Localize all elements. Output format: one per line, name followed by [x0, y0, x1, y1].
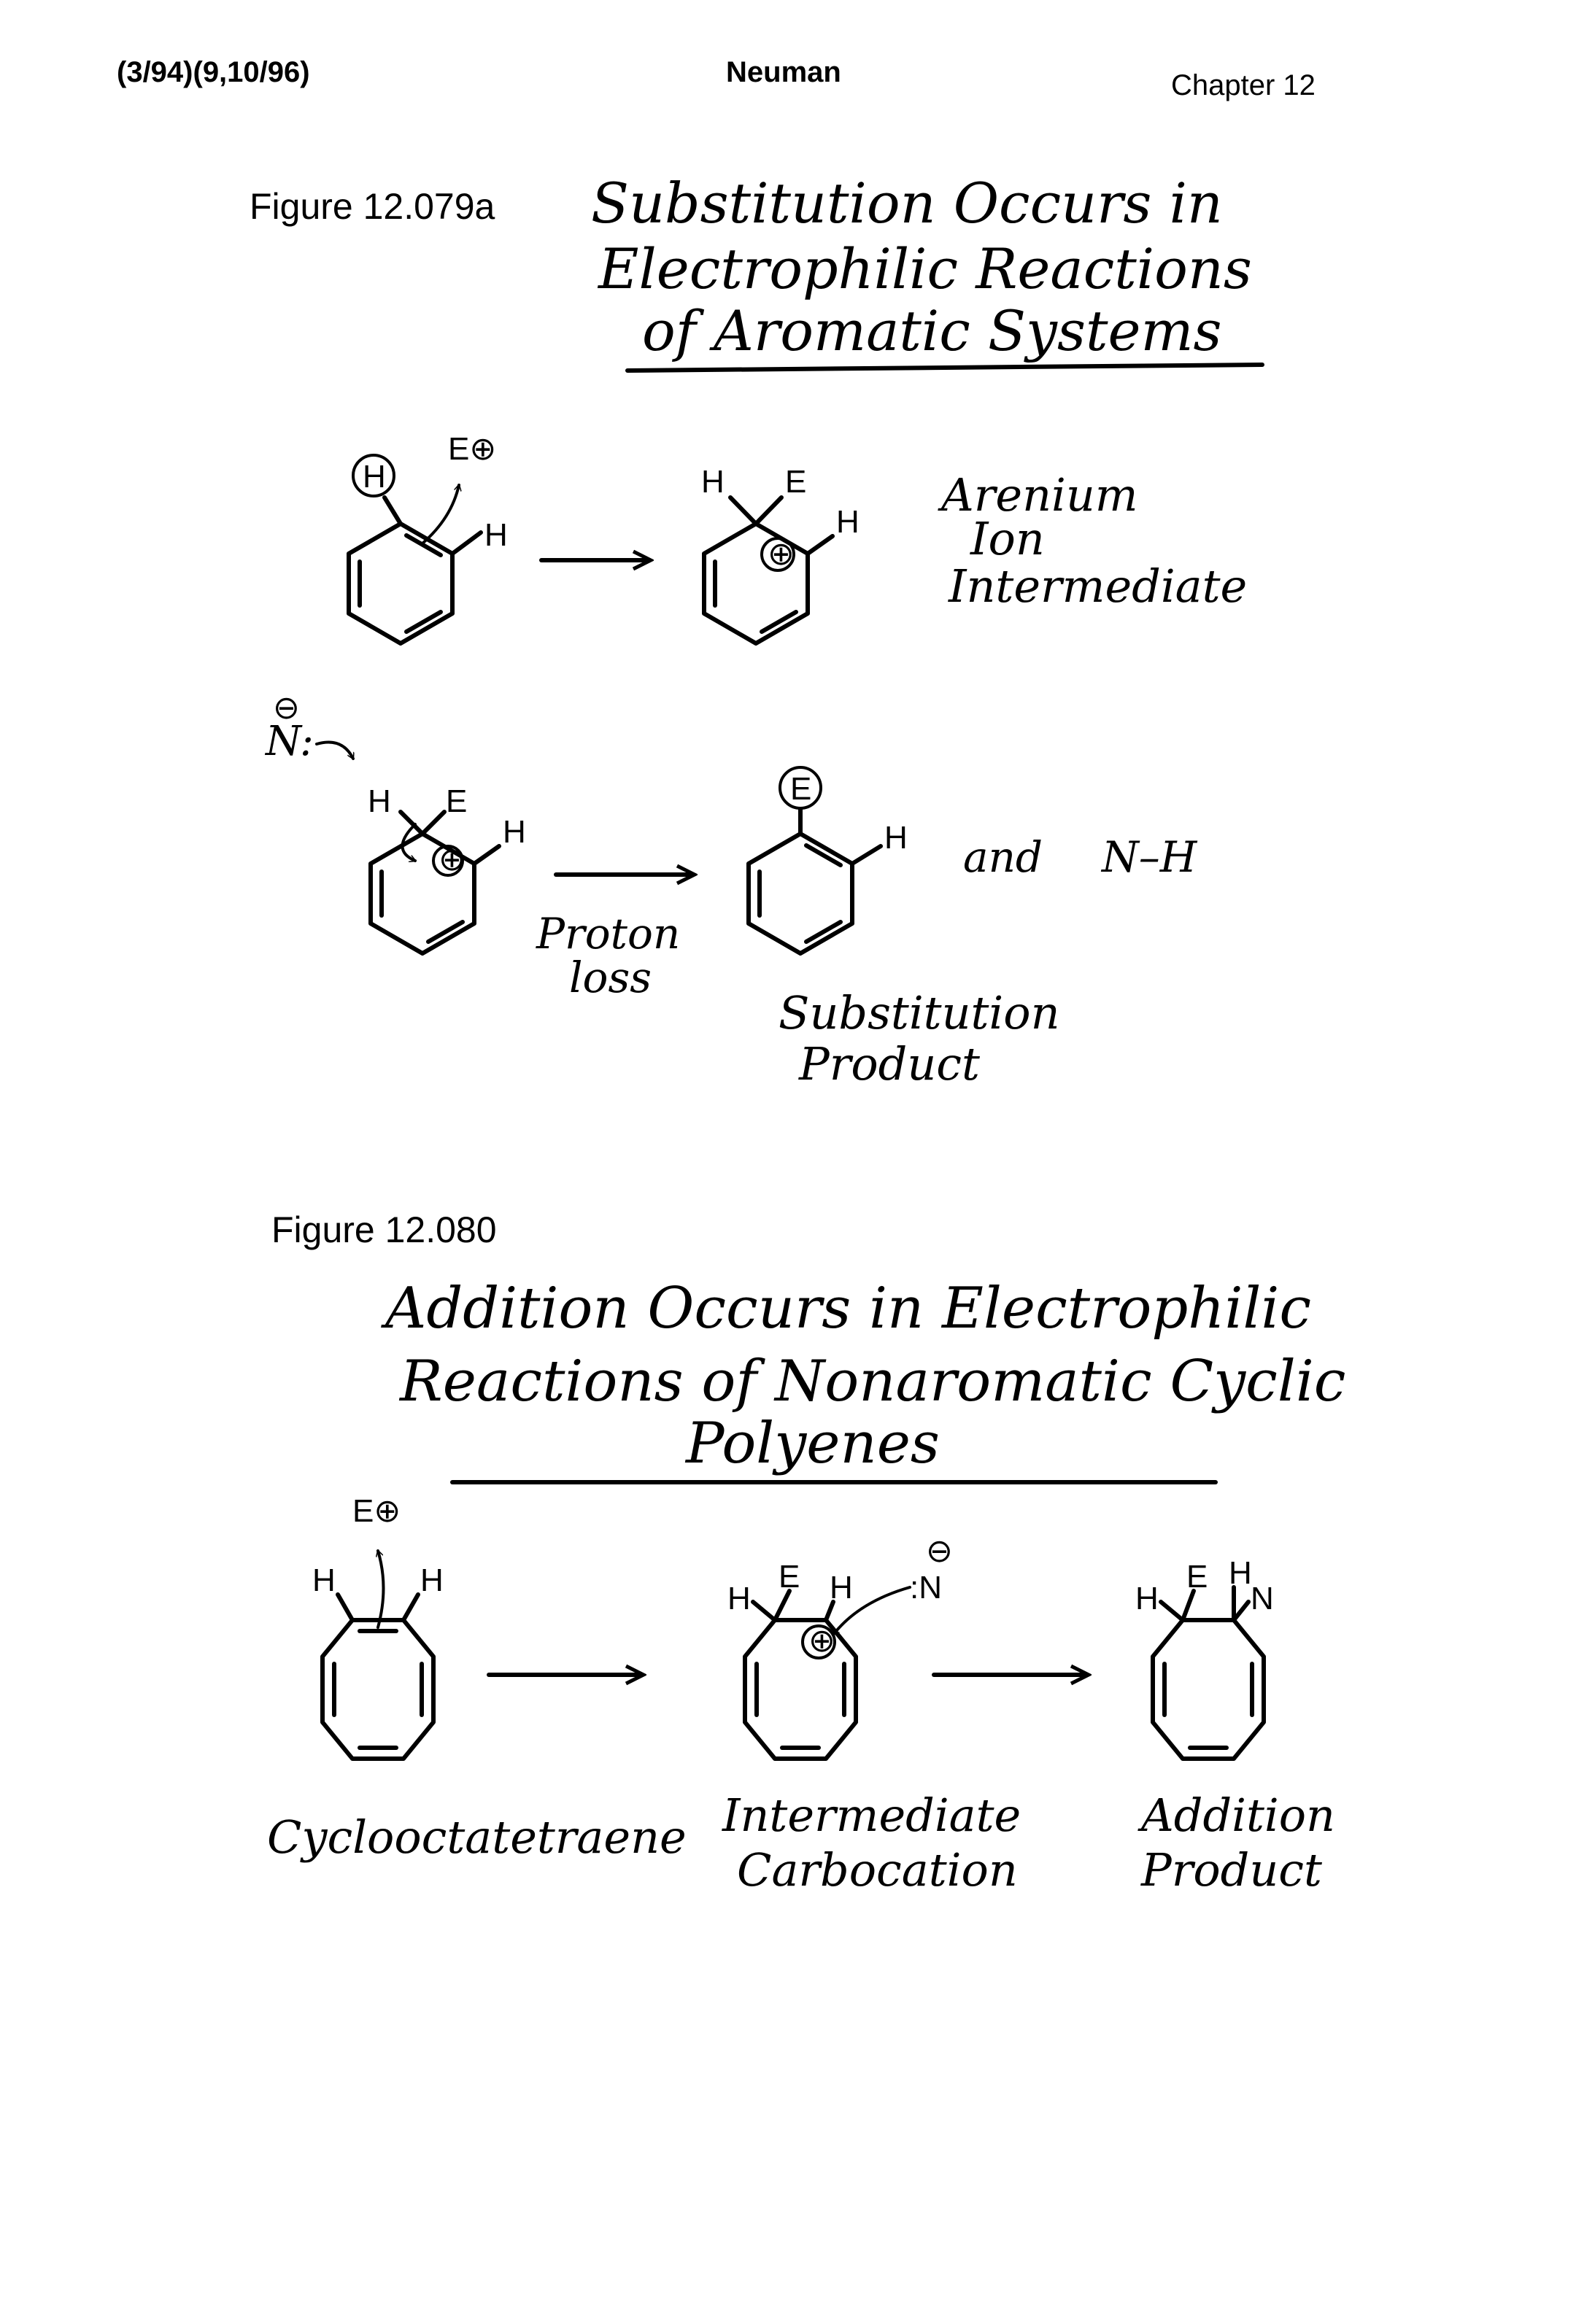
atom-h: H	[1229, 1555, 1252, 1591]
arenium-label-3: Intermediate	[948, 559, 1247, 613]
atom-h: H	[701, 464, 725, 500]
product-label-2: Product	[798, 1037, 980, 1091]
benzene-ring: H H E⊕	[347, 431, 508, 646]
atom-h: H	[312, 1562, 336, 1598]
title-b-line-3: Polyenes	[684, 1411, 940, 1476]
curved-arrow-icon	[401, 823, 416, 861]
arenium-label-2: Ion	[970, 512, 1045, 565]
curved-arrow-icon	[832, 1586, 911, 1635]
label-intermediate-2: Carbocation	[737, 1843, 1018, 1897]
atom-h-circled: H	[363, 459, 386, 495]
header-revision: (3/94)(9,10/96)	[117, 56, 310, 88]
label-addition-2: Product	[1140, 1843, 1322, 1897]
atom-h: H	[503, 814, 526, 850]
title-a-line-1: Substitution Occurs in	[591, 171, 1223, 236]
figure-label-a: Figure 12.079a	[250, 186, 495, 227]
atom-h: H	[484, 517, 508, 553]
title-a-line-2: Electrophilic Reactions	[597, 236, 1252, 301]
arenium-label-1: Arenium	[938, 468, 1138, 522]
positive-charge: ⊕	[439, 842, 466, 878]
curved-arrow-icon	[421, 485, 459, 545]
title-b-line-1: Addition Occurs in Electrophilic	[381, 1276, 1311, 1341]
curved-arrow-icon	[315, 740, 355, 759]
figure-label-b: Figure 12.080	[271, 1209, 497, 1250]
carbocation-ring: ⊕ H E H :N ⊖	[727, 1533, 953, 1761]
nucleophile-n: :N	[910, 1570, 942, 1606]
title-a-underline	[625, 363, 1264, 373]
electrophile-e-plus: E⊕	[448, 431, 496, 467]
electrophile-e-plus: E⊕	[352, 1493, 401, 1529]
product-label-1: Substitution	[779, 986, 1060, 1039]
atom-h: H	[884, 820, 908, 856]
header-chapter: Chapter 12	[1171, 69, 1316, 101]
atom-e: E	[1186, 1559, 1208, 1595]
base-n: N:	[264, 718, 314, 765]
arenium-ion-ring-2: ⊕ H E H N: ⊖	[264, 690, 526, 956]
label-addition-1: Addition	[1137, 1789, 1335, 1842]
atom-e: E	[446, 783, 467, 819]
negative-charge: ⊖	[273, 690, 300, 726]
atom-e: E	[779, 1559, 800, 1595]
atom-e: E	[785, 464, 806, 500]
nh-text: N–H	[1100, 832, 1198, 882]
atom-e-circled: E	[790, 771, 811, 807]
cyclooctatetraene-ring: H H E⊕	[312, 1493, 444, 1761]
curved-arrow-icon	[378, 1551, 385, 1629]
addition-product-ring: H E H N	[1135, 1555, 1274, 1761]
atom-h: H	[836, 504, 860, 540]
label-cyclooctatetraene: Cyclooctatetraene	[267, 1810, 687, 1864]
atom-h: H	[830, 1570, 853, 1606]
and-text: and	[963, 832, 1043, 882]
title-a-line-3: of Aromatic Systems	[642, 298, 1222, 363]
title-b-line-2: Reactions of Nonaromatic Cyclic	[398, 1349, 1345, 1414]
atom-n: N	[1251, 1581, 1274, 1616]
atom-h: H	[727, 1581, 751, 1616]
atom-h: H	[420, 1562, 444, 1598]
proton-loss-label-2: loss	[569, 953, 652, 1002]
header-author: Neuman	[726, 56, 841, 88]
atom-h: H	[368, 783, 391, 819]
label-intermediate-1: Intermediate	[722, 1789, 1021, 1842]
atom-h: H	[1135, 1581, 1159, 1616]
negative-charge: ⊖	[926, 1533, 953, 1569]
positive-charge: ⊕	[808, 1623, 835, 1659]
substitution-product-ring: E H	[746, 766, 908, 956]
positive-charge: ⊕	[768, 536, 795, 572]
proton-loss-label-1: Proton	[536, 909, 680, 958]
arenium-ion-ring: ⊕ H E H	[701, 464, 860, 646]
